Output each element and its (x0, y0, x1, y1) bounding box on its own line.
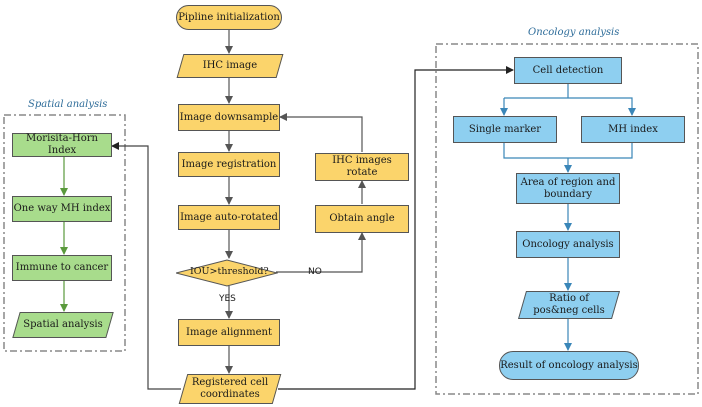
autorotated-node: Image auto-rotated (178, 205, 280, 230)
oncology-analysis-node: Oncology analysis (516, 231, 620, 258)
area-region-label: Area of region and boundary (520, 176, 616, 200)
alignment-node: Image alignment (178, 319, 280, 346)
arrow-registered-to-oncology (278, 66, 514, 390)
registration-label: Image registration (181, 158, 277, 170)
registered-coords-node: Registered cell coordinates (178, 374, 282, 404)
obtain-angle-label: Obtain angle (329, 213, 395, 224)
pipeline-start-label: Pipline initialization (178, 11, 280, 23)
mh-index-label: Morisita-Horn Index (26, 133, 98, 156)
immune-label: Immune to cancer (15, 262, 109, 273)
area-region-node: Area of region and boundary (516, 173, 620, 204)
autorotated-label: Image auto-rotated (180, 211, 278, 223)
spatial-analysis-node: Spatial analysis (12, 312, 114, 338)
ihc-rotate-label: IHC images rotate (332, 155, 392, 178)
cell-detection-label: Cell detection (532, 64, 604, 76)
ihc-rotate-node: IHC images rotate (315, 153, 409, 181)
one-way-mh-node: One way MH index (12, 196, 112, 222)
one-way-mh-label: One way MH index (13, 203, 111, 214)
oncology-panel-title: Oncology analysis (528, 27, 620, 38)
arrow-merge (503, 143, 633, 159)
decision-label: IOU>threshold? (190, 266, 269, 277)
ratio-cells-label: Ratio of pos&neg cells (533, 293, 605, 316)
registration-node: Image registration (178, 152, 280, 177)
ratio-cells-node: Ratio of pos&neg cells (517, 291, 621, 319)
oncology-result-node: Result of oncology analysis (499, 351, 639, 380)
ihc-image-node: IHC image (176, 54, 284, 78)
downsample-label: Image downsample (179, 111, 279, 123)
spatial-panel-title: Spatial analysis (28, 99, 108, 110)
arrow-registered-to-spatial (111, 142, 181, 390)
no-label: NO (308, 267, 322, 277)
spatial-panel-border (3, 114, 126, 352)
alignment-label: Image alignment (186, 326, 272, 338)
downsample-node: Image downsample (178, 104, 280, 131)
single-marker-label: Single marker (468, 123, 542, 135)
registered-coords-label: Registered cell coordinates (191, 377, 269, 400)
arrow-split-mh (504, 97, 636, 116)
cell-detection-node: Cell detection (514, 57, 622, 84)
decision-diamond (176, 259, 278, 287)
oncology-result-label: Result of oncology analysis (500, 359, 638, 371)
oncology-analysis-label: Oncology analysis (522, 238, 614, 250)
pipeline-start-node: Pipline initialization (176, 5, 282, 30)
single-marker-node: Single marker (453, 116, 557, 143)
mh-index-node: Morisita-Horn Index (12, 133, 112, 157)
yes-label: YES (219, 294, 236, 304)
arrow-decision-no-branch (276, 232, 366, 273)
mh-index-oncology-node: MH index (581, 116, 685, 143)
arrow-rotate-to-downsample (279, 113, 363, 152)
spatial-analysis-label: Spatial analysis (23, 319, 103, 330)
oncology-panel-border (435, 43, 699, 395)
ihc-image-label: IHC image (202, 60, 258, 71)
immune-node: Immune to cancer (12, 255, 112, 281)
obtain-angle-node: Obtain angle (315, 205, 409, 233)
mh-index-oncology-label: MH index (608, 123, 658, 135)
